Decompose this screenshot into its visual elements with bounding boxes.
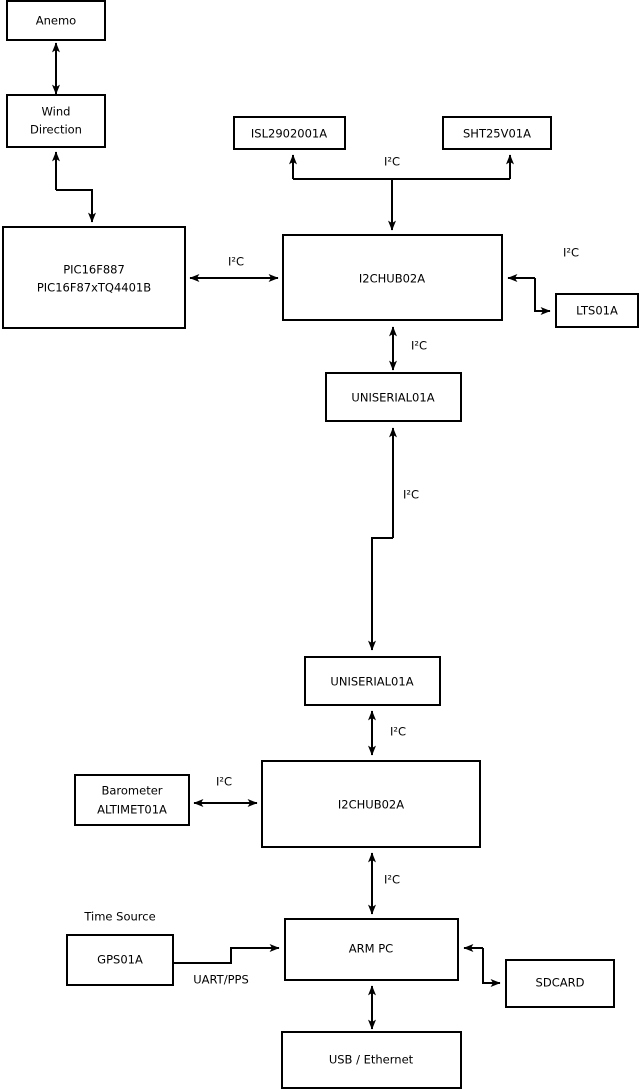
- node-uniserial01a-bottom-label: UNISERIAL01A: [330, 675, 413, 689]
- edge-label-i2c-uniserial-link: I²C: [403, 488, 419, 502]
- node-i2chub02a-top[interactable]: I2CHUB02A: [282, 234, 503, 321]
- node-sht25v01a-label: SHT25V01A: [463, 127, 531, 141]
- node-isl2902001a-label: ISL2902001A: [251, 127, 327, 141]
- node-gps01a-label: GPS01A: [97, 953, 143, 967]
- node-uniserial01a-bottom[interactable]: UNISERIAL01A: [304, 656, 441, 706]
- node-wind-direction[interactable]: Wind Direction: [6, 94, 106, 148]
- edge-label-i2c-baro-hub: I²C: [216, 775, 232, 789]
- edge-label-i2c-uniserial-hub: I²C: [390, 725, 406, 739]
- node-usb-ethernet[interactable]: USB / Ethernet: [281, 1031, 462, 1089]
- node-uniserial01a-top-label: UNISERIAL01A: [351, 391, 434, 405]
- edge-label-i2c-hub-lts: I²C: [563, 246, 579, 260]
- connection-hub-lts: [507, 274, 551, 315]
- connection-hub-sensors: [289, 154, 514, 231]
- node-lts01a[interactable]: LTS01A: [555, 293, 639, 328]
- connection-gps-armpc: [173, 944, 280, 964]
- node-anemo-label: Anemo: [36, 14, 76, 28]
- node-anemo[interactable]: Anemo: [6, 0, 106, 41]
- node-barometer-label-line1: Barometer: [101, 784, 162, 798]
- node-isl2902001a[interactable]: ISL2902001A: [233, 116, 346, 150]
- node-pic-label-line1: PIC16F887: [63, 263, 125, 277]
- node-usb-ethernet-label: USB / Ethernet: [329, 1053, 414, 1067]
- connection-armpc-sdcard: [463, 944, 501, 987]
- node-lts01a-label: LTS01A: [576, 304, 618, 318]
- edge-label-i2c-hub-uniserial: I²C: [411, 339, 427, 353]
- node-uniserial01a-top[interactable]: UNISERIAL01A: [325, 372, 462, 422]
- node-wind-direction-label-line1: Wind: [42, 105, 71, 119]
- edge-label-i2c-top-sensors: I²C: [384, 155, 400, 169]
- edge-label-uart-pps: UART/PPS: [193, 973, 249, 987]
- node-barometer[interactable]: Barometer ALTIMET01A: [74, 774, 190, 826]
- node-i2chub02a-bottom[interactable]: I2CHUB02A: [261, 760, 481, 848]
- edge-label-i2c-pic-hub: I²C: [228, 255, 244, 269]
- connection-uniserial-link: [368, 427, 397, 651]
- node-sdcard-label: SDCARD: [536, 976, 585, 990]
- node-gps01a[interactable]: GPS01A: [66, 934, 174, 986]
- node-sht25v01a[interactable]: SHT25V01A: [442, 116, 552, 150]
- node-arm-pc[interactable]: ARM PC: [284, 918, 459, 981]
- edge-label-i2c-hub-armpc: I²C: [384, 873, 400, 887]
- node-barometer-label-line2: ALTIMET01A: [97, 803, 167, 817]
- node-i2chub02a-top-label: I2CHUB02A: [359, 272, 425, 286]
- node-wind-direction-label-line2: Direction: [30, 123, 82, 137]
- node-i2chub02a-bottom-label: I2CHUB02A: [338, 798, 404, 812]
- node-sdcard[interactable]: SDCARD: [505, 959, 615, 1008]
- connection-wind-pic: [52, 151, 96, 223]
- node-arm-pc-label: ARM PC: [349, 942, 393, 956]
- node-pic-microcontroller[interactable]: PIC16F887 PIC16F87xTQ4401B: [2, 226, 186, 329]
- label-time-source: Time Source: [83, 910, 155, 924]
- node-pic-label-line2: PIC16F87xTQ4401B: [37, 281, 151, 295]
